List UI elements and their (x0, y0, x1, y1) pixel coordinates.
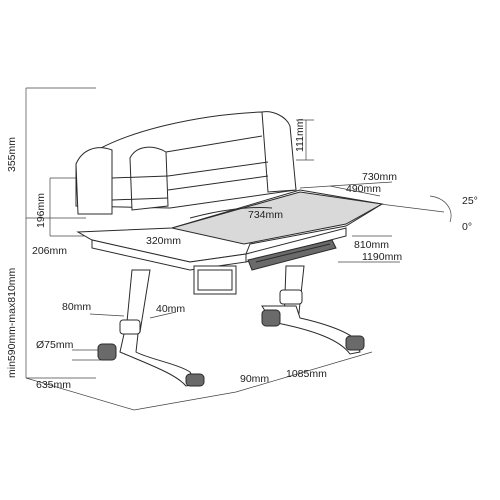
drawers (193, 239, 337, 295)
dimension-labels: 355mm min590mm-max810mm 196mm 111mm 206m… (6, 118, 478, 391)
label-top-depth-front: 490mm (346, 183, 381, 195)
label-side-width: 320mm (146, 235, 181, 247)
label-foot-gap: 90mm (240, 373, 269, 385)
label-tube-diameter: Ø75mm (36, 339, 74, 351)
label-hutch-height: 196mm (35, 193, 47, 228)
label-desk-depth: 810mm (354, 239, 389, 251)
label-desk-width: 1190mm (362, 251, 402, 263)
left-dimension-lines (25, 87, 102, 379)
label-base-width: 1085mm (286, 368, 327, 380)
label-tilt-min: 0° (462, 221, 472, 233)
desk-top (76, 189, 384, 271)
label-height-legs: min590mm-max810mm (6, 267, 18, 378)
label-tilt-max: 25° (462, 195, 478, 207)
label-shelf-height: 111mm (294, 118, 306, 152)
label-base-depth: 635mm (36, 379, 71, 391)
label-leg-width: 40mm (156, 303, 185, 315)
hutch (75, 111, 297, 215)
desk-legs (97, 265, 365, 387)
label-height-total: 355mm (6, 137, 18, 172)
label-top-depth-back: 730mm (362, 171, 397, 183)
label-foot-width: 80mm (62, 301, 91, 313)
other-dimension-lines (25, 119, 452, 411)
label-top-width: 734mm (248, 209, 283, 221)
label-side-depth: 206mm (32, 245, 67, 257)
